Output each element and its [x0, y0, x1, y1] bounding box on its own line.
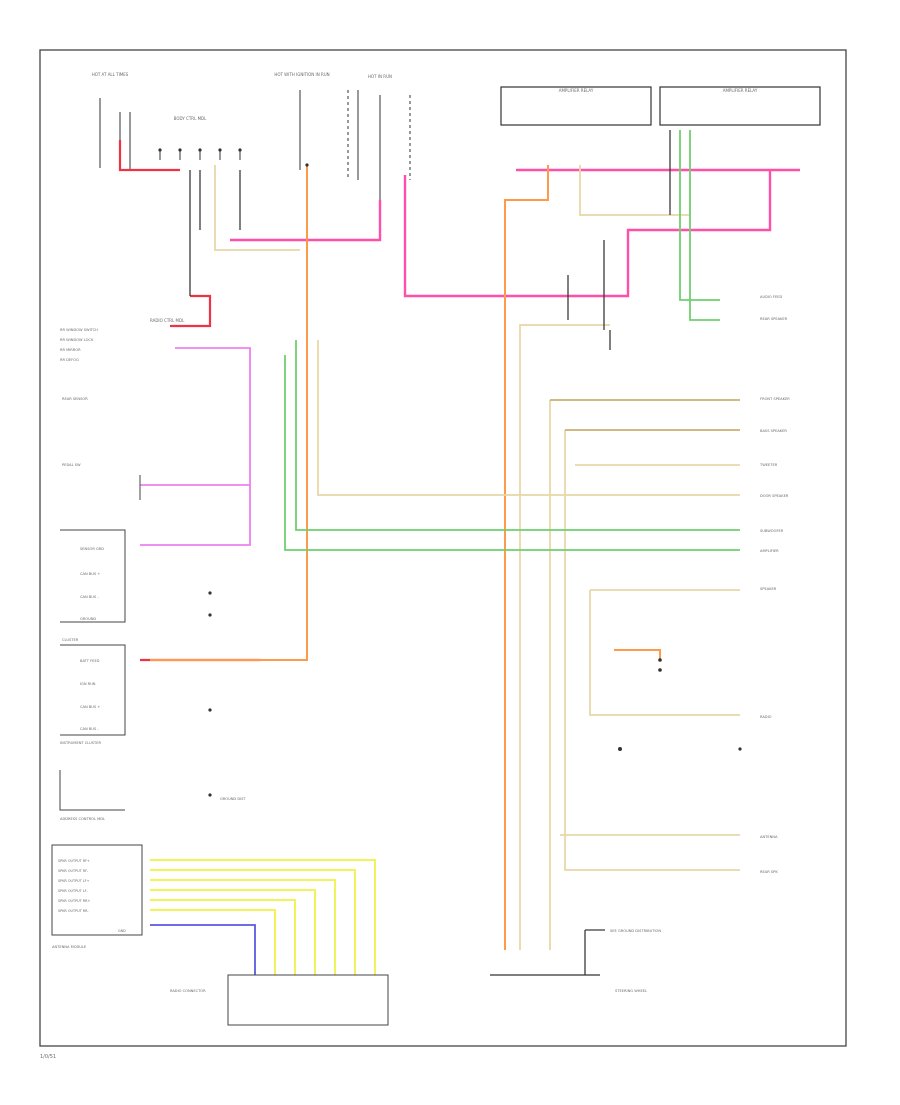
page-id: 1/0/51	[40, 1054, 56, 1060]
sensor-row-3: CAN BUS -	[80, 595, 99, 599]
cluster-row-4: CAN BUS -	[80, 727, 99, 731]
diagram-frame	[39, 49, 847, 1047]
antenna-row-7: GND	[118, 929, 126, 933]
dest-label-4: BASS SPEAKER	[760, 429, 787, 433]
wire-tan	[214, 165, 740, 950]
right-destination-labels: AUDIO FEED REAR SPEAKER FRONT SPEAKER BA…	[759, 295, 790, 874]
sensor-row-4: GROUND	[80, 617, 96, 621]
sensor-row-1: SENSOR GRD	[80, 547, 104, 551]
antenna-row-4: SPKR OUTPUT LF-	[58, 889, 89, 893]
power-source-center-label: HOT WITH IGNITION IN RUN	[274, 72, 329, 77]
dest-label-8: AMPLIFIER	[760, 549, 779, 553]
wire-green	[284, 130, 740, 551]
wire-olive	[550, 399, 740, 431]
dest-label-10: RADIO	[760, 715, 772, 719]
dest-label-3: FRONT SPEAKER	[760, 397, 790, 401]
steering-wheel-label: STEERING WHEEL	[615, 989, 647, 993]
antenna-row-2: SPKR OUTPUT RF-	[58, 869, 89, 873]
cluster-caption: INSTRUMENT CLUSTER	[60, 741, 101, 745]
amplifier-relay-right-label: AMPLIFIER RELAY	[723, 88, 758, 93]
ground-dist-label: GROUND DIST	[220, 797, 246, 801]
switch-block-labels: RR WINDOW SWITCH RR WINDOW LOCK RR MIRRO…	[60, 328, 98, 362]
power-source-left-label: HOT AT ALL TIMES	[92, 72, 129, 77]
address-control-label: ADDRESS CONTROL MDL	[60, 817, 105, 821]
dest-label-12: REAR SPK	[760, 870, 778, 874]
dest-label-5: TWEETER	[759, 463, 778, 467]
dest-label-7: SUBWOOFER	[760, 529, 784, 533]
ground-note: SEE GROUND DISTRIBUTION	[610, 929, 661, 933]
wire-orange	[150, 165, 661, 950]
dest-label-9: SPEAKER	[760, 587, 777, 591]
left-component-boxes	[51, 475, 389, 1026]
antenna-row-3: SPKR OUTPUT LF+	[58, 879, 90, 883]
switch-label-3: RR MIRROR	[60, 348, 81, 352]
cluster-row-1: BATT FEED	[80, 659, 100, 663]
pedal-switch-label: PEDAL SW	[62, 463, 81, 467]
power-source-right-label: HOT IN RUN	[368, 74, 392, 79]
dest-label-2: REAR SPEAKER	[760, 317, 788, 321]
sensor-row-2: CAN BUS +	[80, 572, 100, 576]
rear-sensor-label: REAR SENSOR	[62, 397, 88, 401]
dest-label-6: DOOR SPEAKER	[760, 494, 789, 498]
cluster-row-3: CAN BUS +	[80, 705, 100, 709]
amplifier-relay-right-box	[659, 86, 821, 126]
antenna-module-caption: ANTENNA MODULE	[52, 945, 87, 949]
dest-label-11: ANTENNA	[760, 835, 778, 839]
wire-pink	[230, 168, 800, 298]
antenna-row-1: SPKR OUTPUT RF+	[58, 859, 90, 863]
antenna-row-5: SPKR OUTPUT RR+	[58, 899, 90, 903]
wire-dark	[189, 130, 671, 975]
wire-magenta	[140, 347, 251, 546]
wire-yellow	[150, 859, 376, 975]
cluster-rows: BATT FEED IGN RUN CAN BUS + CAN BUS -	[80, 659, 100, 731]
sensor-rows: SENSOR GRD CAN BUS + CAN BUS - GROUND	[80, 547, 104, 621]
switch-label-4: RR DEFOG	[60, 358, 79, 362]
cluster-title: CLUSTER	[62, 638, 79, 642]
wire-blue	[150, 924, 256, 975]
radio-connector-title: RADIO CONNECTOR	[170, 989, 206, 993]
cluster-row-2: IGN RUN	[80, 682, 96, 686]
antenna-module-rows: SPKR OUTPUT RF+ SPKR OUTPUT RF- SPKR OUT…	[58, 859, 126, 933]
connector-dots	[158, 148, 742, 797]
amplifier-relay-left-box	[500, 86, 652, 126]
dest-label-1: AUDIO FEED	[760, 295, 782, 299]
switch-label-2: RR WINDOW LOCK	[60, 338, 94, 342]
switch-label-1: RR WINDOW SWITCH	[60, 328, 98, 332]
body-ctrl-label: BODY CTRL MDL	[174, 116, 207, 121]
radio-ctrl-title: RADIO CTRL MDL	[150, 318, 185, 323]
top-left-power-block	[99, 90, 411, 200]
antenna-row-6: SPKR OUTPUT RR-	[58, 909, 89, 913]
amplifier-relay-left-label: AMPLIFIER RELAY	[559, 88, 594, 93]
